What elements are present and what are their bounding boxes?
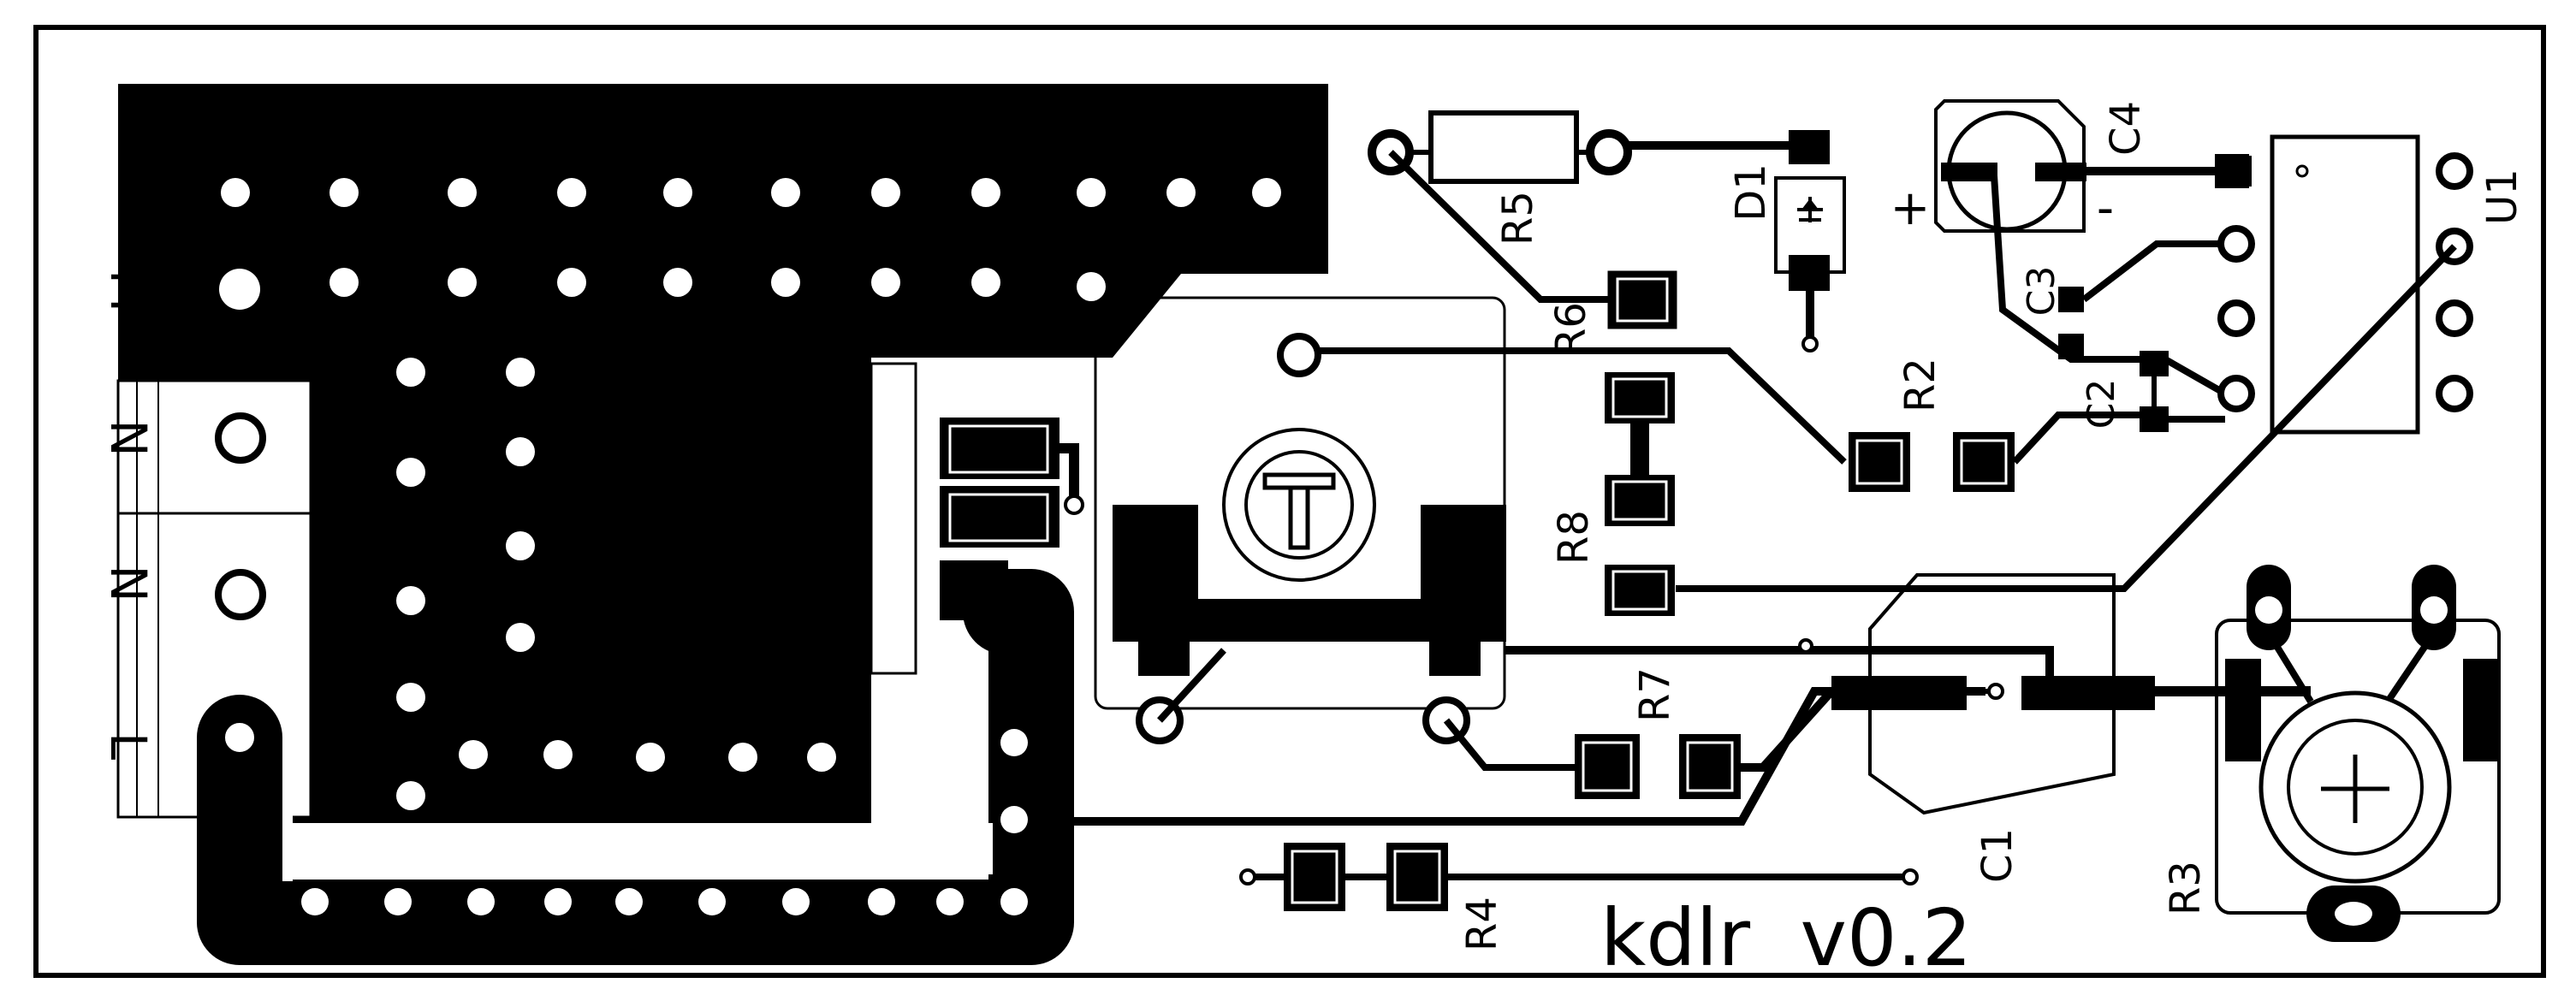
r4-resistor [1239, 843, 1919, 911]
c3-c2-capacitors [2058, 240, 2225, 432]
r7-resistor [1443, 688, 1835, 799]
silkscreen-labels: M N N L D1 R5 R6 R2 R8 R7 R4 R3 C1 C2 C3… [99, 101, 2526, 984]
terminal-pad-n1 [215, 412, 266, 464]
label-terminal-n2: N [99, 565, 157, 601]
label-r3: R3 [2162, 861, 2210, 915]
r5-resistor [1368, 110, 1806, 303]
r2-pads [1318, 347, 2144, 492]
label-terminal-m: M [99, 270, 157, 312]
label-terminal-n1: N [99, 419, 157, 456]
track-c1-feed [1053, 687, 1985, 826]
label-r4: R4 [1458, 897, 1506, 951]
c1-capacitor [1505, 573, 2311, 815]
label-minus: - [2097, 181, 2114, 236]
label-c1: C1 [1974, 828, 2021, 883]
label-terminal-l: L [99, 732, 157, 760]
label-d1: D1 [1727, 163, 1775, 222]
label-r2: R2 [1896, 358, 1944, 412]
r6-r8-pads [1605, 270, 1677, 616]
r3-trimmer [2215, 565, 2501, 942]
trimmer-pot-footprint [1094, 296, 1506, 744]
label-r6: R6 [1547, 302, 1595, 357]
label-plus: + [1890, 181, 1931, 236]
pour-vias [219, 178, 1281, 810]
label-u1: U1 [2478, 169, 2526, 225]
label-r5: R5 [1494, 191, 1542, 246]
label-c4: C4 [2102, 101, 2150, 156]
u1-ic [1676, 134, 2473, 592]
terminal-pad-n2 [215, 569, 266, 620]
d1-diode [1774, 130, 1846, 352]
label-r7: R7 [1631, 667, 1679, 722]
bus-track [197, 569, 1074, 965]
board-outline [33, 25, 2546, 978]
label-c3: C3 [2020, 266, 2063, 317]
label-r8: R8 [1550, 510, 1598, 565]
label-c2: C2 [2080, 379, 2123, 429]
copper-pour-left [118, 84, 1328, 823]
board-title: kdlr v0.2 [1600, 892, 1972, 984]
